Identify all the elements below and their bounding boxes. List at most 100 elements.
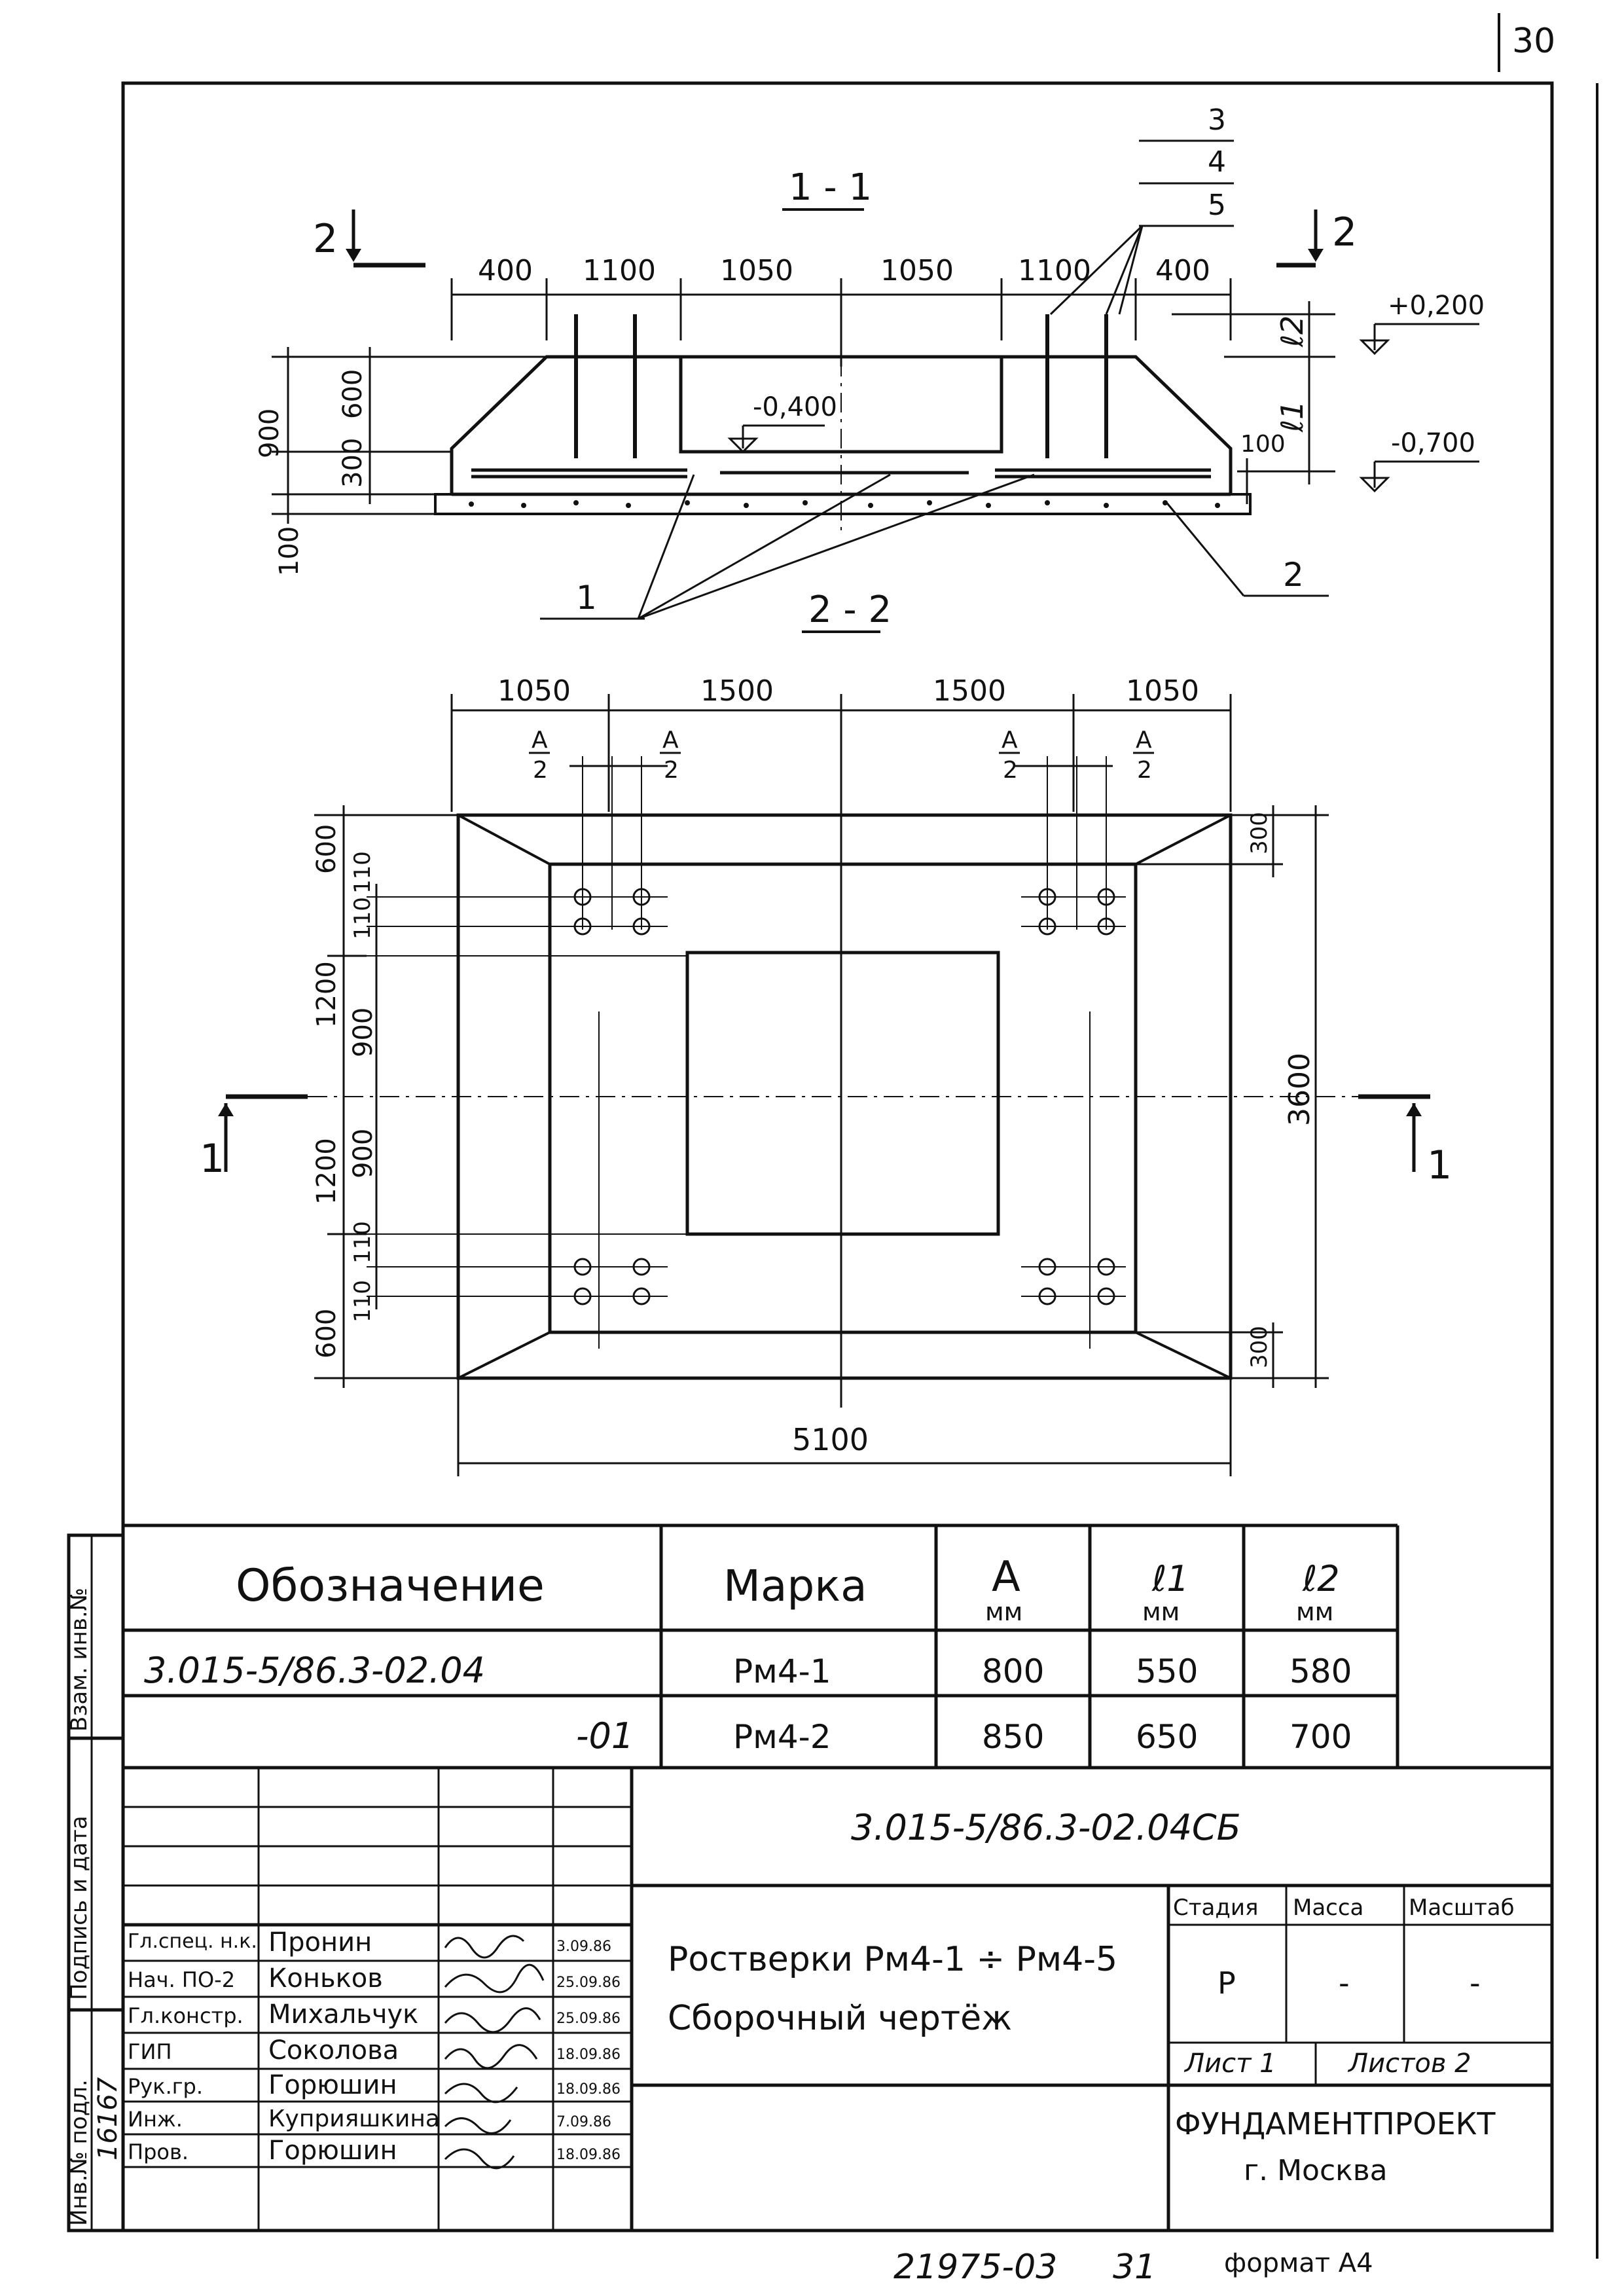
staff-name: Горюшин (268, 2136, 397, 2166)
a-half-1-num: A (532, 727, 548, 754)
section-1-1-title: 1 - 1 (789, 166, 872, 209)
dim-1100-left: 1100 (583, 254, 656, 287)
staff-role: Рук.гр. (128, 2074, 203, 2099)
plan-dim-3600: 3600 (1283, 1053, 1316, 1126)
staff-date: 25.09.86 (556, 2011, 621, 2027)
staff-name: Михальчук (268, 1999, 418, 2030)
header-l2: ℓ2 (1302, 1558, 1340, 1599)
a-half-2-den: 2 (664, 757, 679, 784)
elevation-top: +0,200 (1388, 291, 1485, 321)
dim-400-right: 400 (1155, 254, 1210, 287)
header-mark: Марка (723, 1561, 867, 1611)
dim-100-bed: 100 (274, 526, 304, 576)
plan-dim-110-3: 110 (350, 1221, 376, 1264)
staff-name: Соколова (268, 2035, 399, 2066)
plan-dim-5100: 5100 (792, 1422, 869, 1457)
row2-mark: Рм4-2 (733, 1718, 831, 1756)
row1-a: 800 (982, 1652, 1044, 1690)
dim-400-left: 400 (478, 254, 533, 287)
organization: ФУНДАМЕНТПРОЕКТ (1175, 2106, 1496, 2141)
stamp-inv-label: Инв.№ подл. (66, 2079, 92, 2226)
plan-dim-600-bottom: 600 (312, 1309, 342, 1358)
staff-name: Куприяшкина (268, 2105, 440, 2132)
plan-dim-1050-left: 1050 (497, 674, 571, 708)
elevation-bottom: -0,700 (1391, 428, 1475, 458)
row2-l2: 700 (1290, 1718, 1352, 1756)
label-l1: ℓ1 (1274, 401, 1310, 433)
a-half-4-num: A (1136, 727, 1152, 754)
plan-dim-1200-top: 1200 (312, 961, 342, 1028)
scale-value: - (1470, 1965, 1481, 2001)
plan-dim-1500-left: 1500 (700, 674, 774, 708)
dim-1050-left: 1050 (720, 254, 793, 287)
staff-role: Гл.спец. н.к. (128, 1930, 257, 1953)
doc-code: 3.015-5/86.3-02.04СБ (851, 1807, 1241, 1848)
staff-role: Нач. ПО-2 (128, 1967, 235, 1992)
cut-marker-2-left: 2 (313, 216, 338, 262)
staff-list: Гл.спец. н.к. Пронин 3.09.86 Нач. ПО-2 К… (128, 1927, 621, 2166)
title-block: 3.015-5/86.3-02.04СБ Ростверки Рм4-1 ÷ Р… (123, 1768, 1552, 2231)
plan-dim-900-bottom: 900 (348, 1129, 378, 1178)
staff-date: 25.09.86 (556, 1975, 621, 1991)
staff-date: 18.09.86 (556, 2147, 621, 2163)
spec-table: Обозначение Марка А ℓ1 ℓ2 мм мм мм 3.015… (123, 1523, 1552, 1770)
row1-l2: 580 (1290, 1652, 1352, 1690)
elevation-pit: -0,400 (753, 392, 837, 422)
dim-300-height: 300 (338, 438, 368, 488)
footer-code: 21975-03 (893, 2248, 1057, 2287)
header-designation: Обозначение (236, 1560, 545, 1612)
staff-name: Пронин (268, 1927, 372, 1958)
a-half-3-den: 2 (1003, 757, 1018, 784)
stamp-replace-label: Взам. инв.№ (66, 1588, 92, 1732)
plan-dim-300-top: 300 (1246, 812, 1272, 854)
unit-l2: мм (1296, 1597, 1333, 1626)
staff-name: Коньков (268, 1963, 383, 1994)
a-half-3-num: A (1001, 727, 1018, 754)
city: г. Москва (1244, 2154, 1388, 2187)
staff-role: ГИП (128, 2039, 172, 2064)
title-line-2: Сборочный чертёж (668, 1999, 1012, 2038)
cut-marker-1-right: 1 (1427, 1142, 1452, 1188)
plan-dim-300-bottom: 300 (1246, 1326, 1272, 1368)
plan-dim-1500-right: 1500 (933, 674, 1006, 708)
footer-format: формат А4 (1224, 2248, 1373, 2278)
plan-dim-110-2: 110 (350, 897, 376, 939)
staff-date: 18.09.86 (556, 2047, 621, 2063)
section-2-2: 2 - 2 1050 1500 1500 1050 A 2 A 2 A 2 A … (200, 589, 1452, 1476)
row2-a: 850 (982, 1718, 1044, 1756)
unit-a: мм (985, 1597, 1022, 1626)
section-1-1: 1 - 1 2 2 400 1100 1050 1050 1100 400 (255, 103, 1485, 620)
dim-1050-right: 1050 (880, 254, 954, 287)
drawing-frame (121, 81, 1554, 2232)
staff-date: 7.09.86 (556, 2114, 611, 2130)
stamp-inv-number: 16167 (93, 2077, 123, 2160)
a-half-2-num: A (662, 727, 679, 754)
side-stamp: Инв.№ подл. Подпись и дата Взам. инв.№ 1… (66, 1533, 125, 2232)
corner-page-number: 30 (1512, 22, 1555, 61)
cut-marker-1-left: 1 (200, 1136, 225, 1182)
signatures (444, 1935, 545, 2170)
callout-5: 5 (1208, 189, 1226, 222)
stamp-signature-label: Подпись и дата (66, 1815, 92, 2000)
scale-header: Масштаб (1409, 1895, 1515, 1921)
plan-dim-1200-bottom: 1200 (312, 1138, 342, 1205)
a-half-1-den: 2 (533, 757, 548, 784)
staff-name: Горюшин (268, 2070, 397, 2100)
staff-role: Пров. (128, 2140, 189, 2164)
dim-100-right: 100 (1240, 431, 1286, 458)
row1-l1: 550 (1136, 1652, 1198, 1690)
plan-dim-110-4: 110 (350, 1280, 376, 1322)
section-2-2-title: 2 - 2 (808, 589, 892, 631)
plan-dim-600-top: 600 (312, 824, 342, 874)
label-l2: ℓ2 (1274, 316, 1310, 348)
footer-sheet-number: 31 (1113, 2248, 1156, 2287)
sheet-number: Лист 1 (1183, 2049, 1276, 2079)
staff-date: 3.09.86 (556, 1939, 611, 1955)
row2-designation: -01 (576, 1715, 634, 1757)
plan-dim-110-1: 110 (350, 851, 376, 894)
row2-l1: 650 (1136, 1718, 1198, 1756)
staff-role: Гл.констр. (128, 2003, 244, 2028)
unit-l1: мм (1142, 1597, 1180, 1626)
stage-header: Стадия (1173, 1895, 1258, 1921)
